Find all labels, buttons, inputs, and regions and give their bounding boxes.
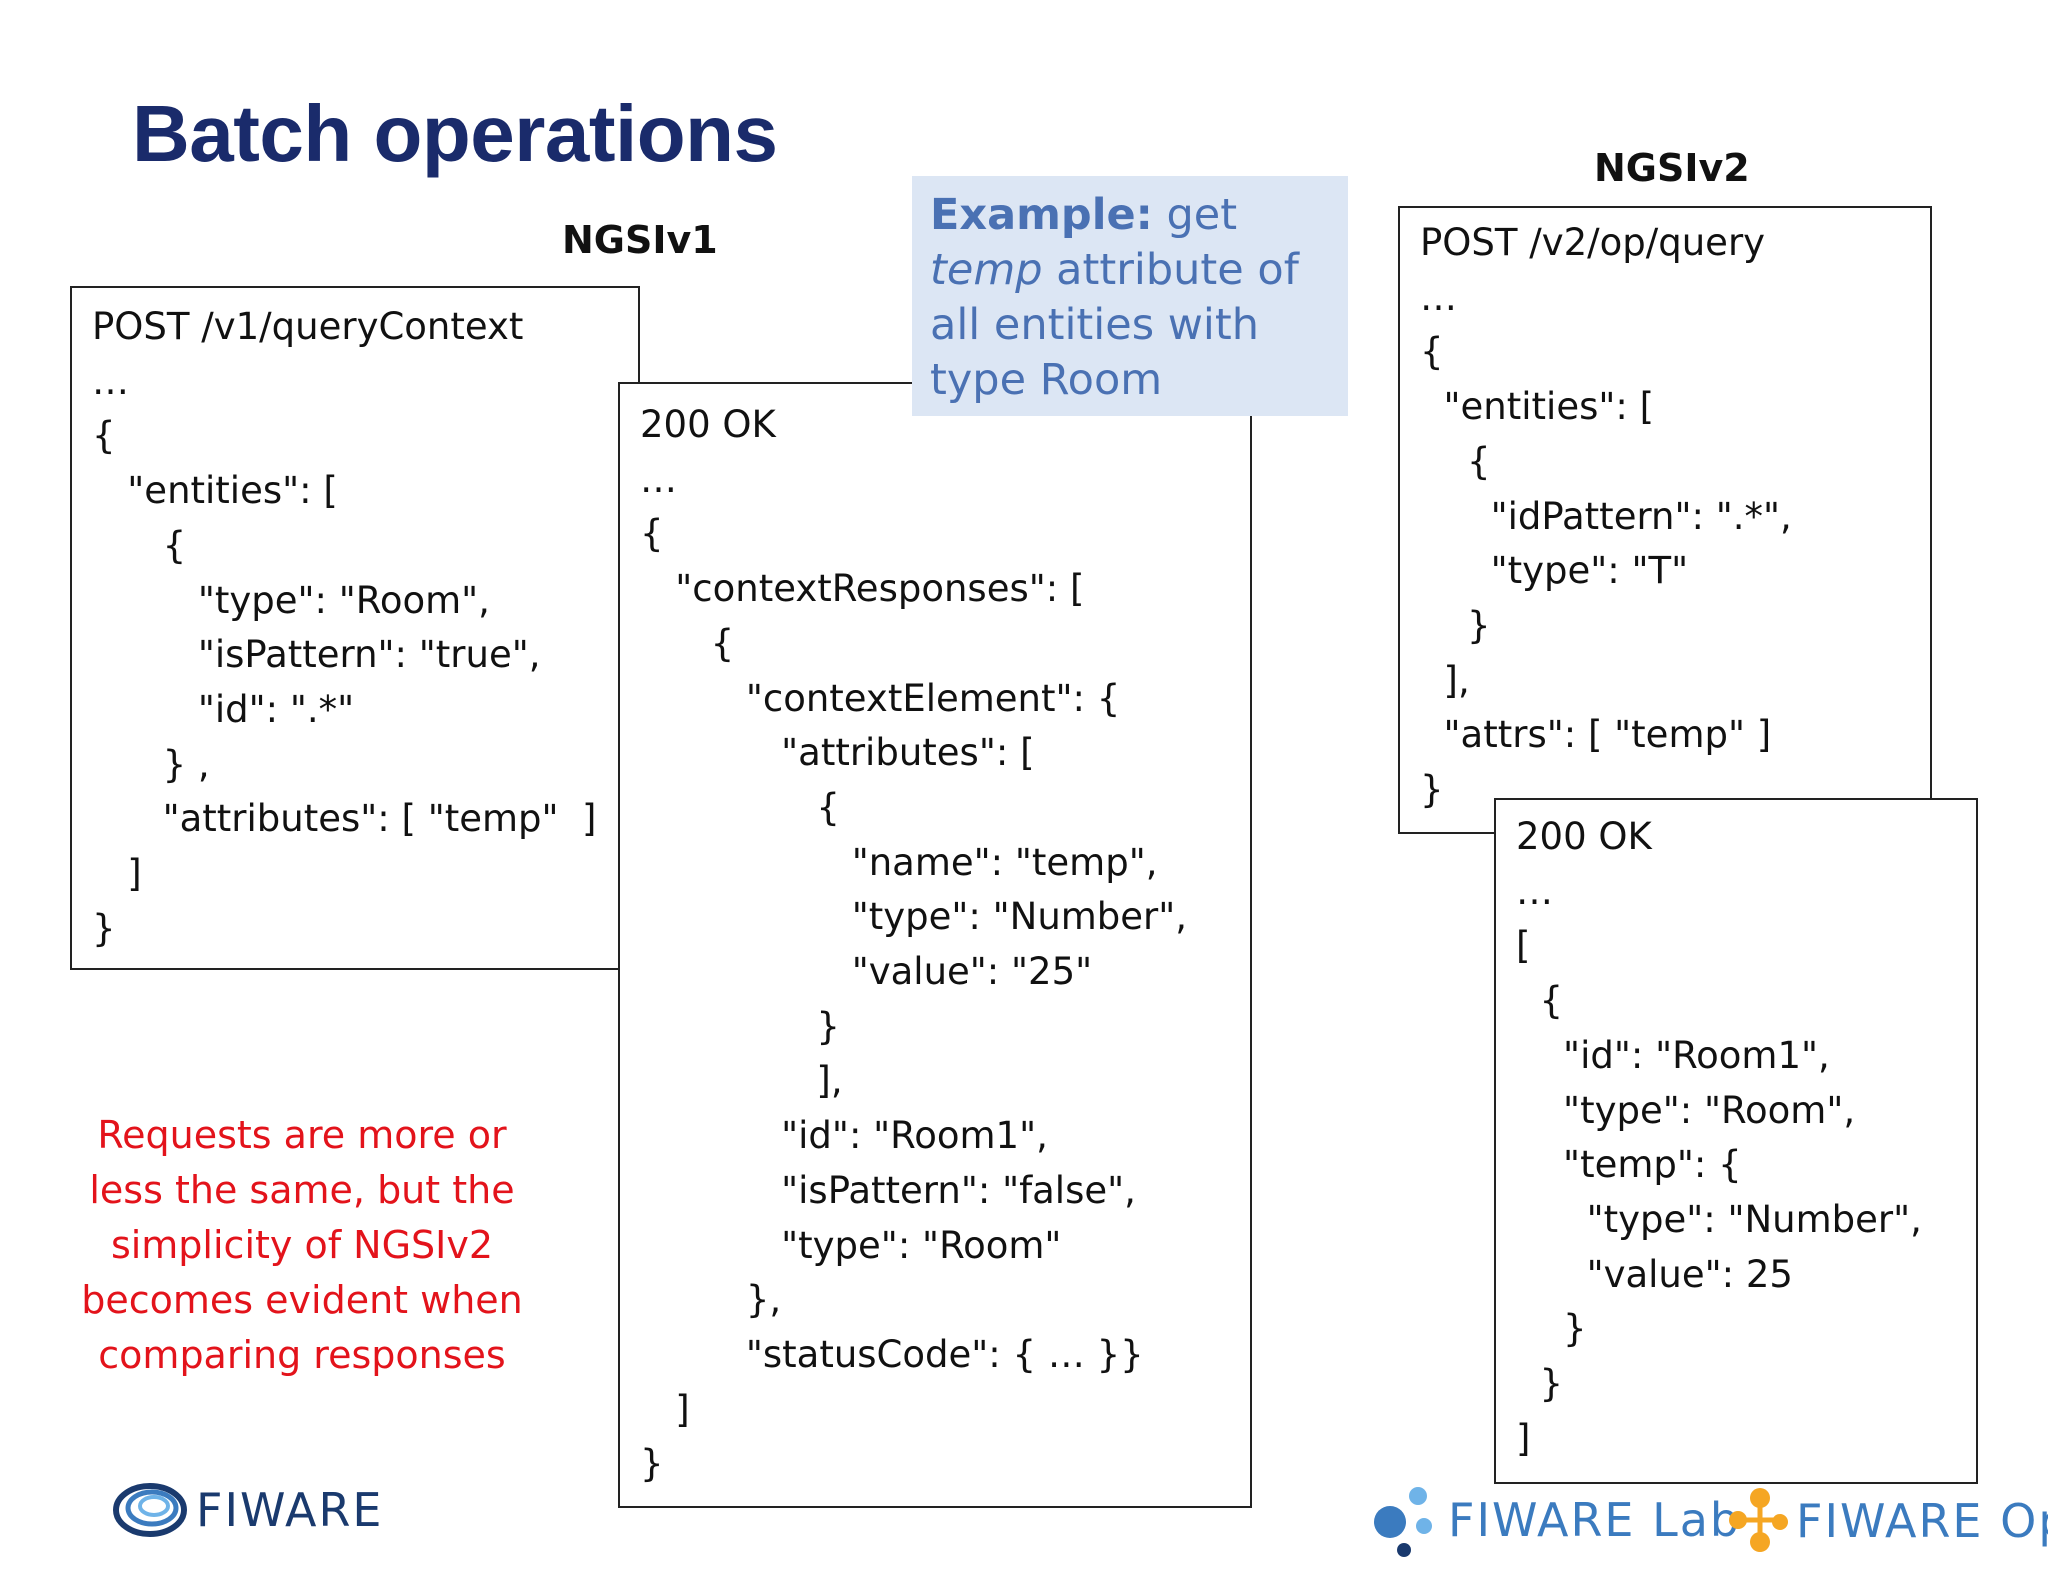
- v1-response-code: 200 OK … { "contextResponses": [ { "cont…: [640, 398, 1187, 1492]
- code-line: {: [1420, 330, 1444, 374]
- code-line: }: [92, 906, 116, 950]
- code-line: "id": "Room1",: [1516, 1033, 1830, 1077]
- ngsiv1-label: NGSIv1: [562, 218, 718, 262]
- code-line: }: [1516, 1362, 1564, 1406]
- code-line: ],: [1420, 658, 1470, 702]
- code-line: "idPattern": ".*",: [1420, 494, 1792, 538]
- example-rest-3: type Room: [930, 355, 1163, 405]
- example-lead: Example:: [930, 190, 1153, 240]
- v2-response-box: 200 OK … [ { "id": "Room1", "type": "Roo…: [1494, 798, 1978, 1484]
- code-line: "id": "Room1",: [640, 1114, 1048, 1158]
- code-line: "isPattern": "false",: [640, 1168, 1136, 1212]
- code-line: "attributes": [ "temp" ]: [92, 797, 597, 841]
- code-line: POST /v1/queryContext: [92, 305, 524, 348]
- code-line: …: [1420, 275, 1457, 319]
- code-line: "entities": [: [92, 469, 338, 513]
- fiware-ops-logo: FIWARE Ops: [1728, 1486, 2048, 1556]
- fiware-swirl-icon: [113, 1483, 187, 1537]
- code-line: 200 OK: [640, 403, 776, 446]
- code-line: POST /v2/op/query: [1420, 221, 1766, 264]
- v1-response-box: 200 OK … { "contextResponses": [ { "cont…: [618, 382, 1252, 1508]
- code-line: …: [640, 457, 677, 501]
- v2-response-code: 200 OK … [ { "id": "Room1", "type": "Roo…: [1516, 810, 1922, 1466]
- example-callout: Example: get temp attribute of all entit…: [912, 176, 1348, 416]
- code-line: {: [640, 621, 735, 665]
- code-line: …: [92, 359, 129, 403]
- ngsiv2-label: NGSIv2: [1594, 146, 1750, 190]
- code-line: }: [1420, 603, 1491, 647]
- fiware-ops-logo-text: FIWARE Ops: [1796, 1494, 2048, 1548]
- code-line: "type": "T": [1420, 549, 1689, 593]
- code-line: "type": "Number",: [1516, 1197, 1922, 1241]
- code-line: "contextElement": {: [640, 676, 1121, 720]
- fiware-lab-logo: FIWARE Lab: [1368, 1482, 1741, 1558]
- code-line: {: [1420, 439, 1491, 483]
- example-rest-2: all entities with: [930, 300, 1259, 350]
- code-line: "value": "25": [640, 950, 1093, 994]
- v1-request-box: POST /v1/queryContext … { "entities": [ …: [70, 286, 640, 970]
- code-line: "statusCode": { … }}: [640, 1332, 1144, 1376]
- code-line: ]: [640, 1387, 690, 1431]
- code-line: "type": "Room",: [92, 578, 490, 622]
- code-line: "attributes": [: [640, 731, 1035, 775]
- slide-title: Batch operations: [132, 89, 778, 178]
- code-line: "contextResponses": [: [640, 567, 1085, 611]
- v2-request-box: POST /v2/op/query … { "entities": [ { "i…: [1398, 206, 1932, 834]
- code-line: ]: [1516, 1416, 1531, 1460]
- fiware-ops-nodes-icon: [1729, 1488, 1788, 1552]
- code-line: }: [1516, 1307, 1587, 1351]
- code-line: "value": 25: [1516, 1252, 1793, 1296]
- code-line: ]: [92, 852, 142, 896]
- code-line: …: [1516, 869, 1553, 913]
- code-line: } ,: [92, 742, 210, 786]
- code-line: {: [640, 785, 840, 829]
- code-line: {: [1516, 979, 1564, 1023]
- fiware-lab-dots-icon: [1374, 1487, 1432, 1557]
- code-line: }: [1420, 768, 1444, 812]
- example-verb: get: [1152, 190, 1238, 240]
- code-line: },: [640, 1278, 782, 1322]
- code-line: "entities": [: [1420, 385, 1655, 429]
- fiware-logo-text: FIWARE: [196, 1483, 384, 1537]
- code-line: "attrs": [ "temp" ]: [1420, 713, 1772, 757]
- code-line: ],: [640, 1059, 843, 1103]
- code-line: }: [640, 1442, 664, 1486]
- code-line: [: [1516, 924, 1531, 968]
- code-line: "isPattern": "true",: [92, 633, 541, 677]
- code-line: "type": "Number",: [640, 895, 1188, 939]
- code-line: "type": "Room",: [1516, 1088, 1856, 1132]
- comparison-note: Requests are more or less the same, but …: [81, 1113, 523, 1377]
- code-line: "name": "temp",: [640, 840, 1158, 884]
- code-line: {: [92, 523, 187, 567]
- code-line: "temp": {: [1516, 1143, 1742, 1187]
- code-line: }: [640, 1004, 840, 1048]
- fiware-logo: FIWARE: [112, 1478, 384, 1542]
- code-line: {: [92, 414, 116, 458]
- code-line: 200 OK: [1516, 815, 1652, 858]
- v1-request-code: POST /v1/queryContext … { "entities": [ …: [92, 300, 597, 956]
- code-line: {: [640, 512, 664, 556]
- example-attr: temp: [930, 245, 1043, 295]
- code-line: "id": ".*": [92, 687, 355, 731]
- example-rest-1: attribute of: [1042, 245, 1299, 295]
- fiware-lab-logo-text: FIWARE Lab: [1448, 1493, 1742, 1547]
- code-line: "type": "Room": [640, 1223, 1062, 1267]
- v2-request-code: POST /v2/op/query … { "entities": [ { "i…: [1420, 216, 1792, 818]
